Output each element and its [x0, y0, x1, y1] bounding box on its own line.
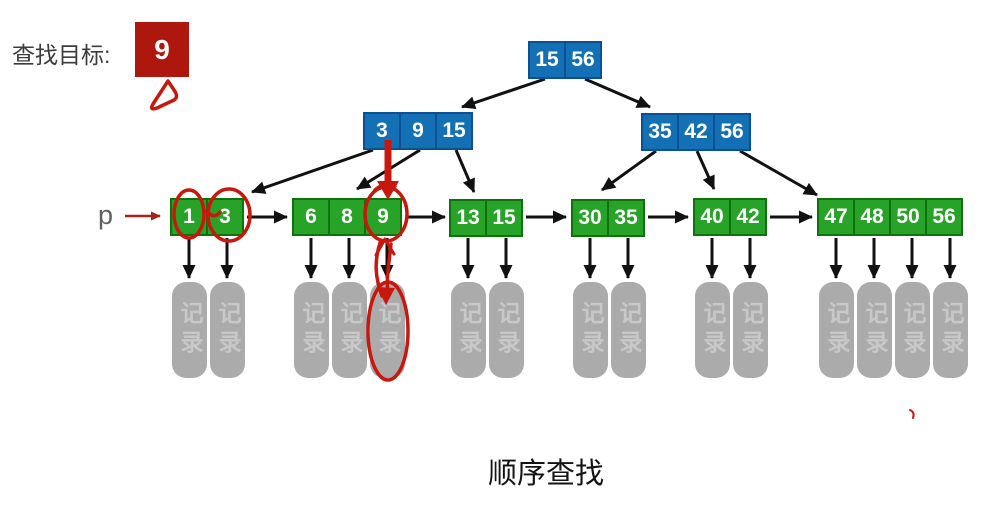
diagram-caption: 顺序查找 [487, 458, 604, 490]
node-cell: 40 [693, 198, 731, 236]
node-cell: 15 [485, 199, 523, 237]
node-cell: 30 [571, 199, 609, 237]
node-cell: 56 [713, 113, 751, 151]
search-target-value: 9 [154, 33, 170, 65]
record-box: 记录 [210, 282, 245, 378]
pen-curl-top [373, 182, 397, 192]
node-cell: 15 [435, 112, 473, 150]
pointer-label: p [98, 200, 114, 230]
leaf-node-6: 47 48 50 56 [817, 198, 963, 236]
record-box: 记录 [857, 282, 892, 378]
root-node: 15 56 [528, 41, 602, 79]
record-box: 记录 [695, 282, 730, 378]
record-box: 记录 [370, 282, 405, 378]
search-target-label: 查找目标: [12, 42, 111, 68]
record-box: 记录 [294, 282, 329, 378]
internal-node-right: 35 42 56 [641, 113, 751, 151]
leaf-node-5: 40 42 [693, 198, 767, 236]
node-cell: 3 [206, 198, 244, 236]
record-box: 记录 [172, 282, 207, 378]
record-box: 记录 [933, 282, 968, 378]
leaf-node-3: 13 15 [449, 199, 523, 237]
node-cell: 42 [729, 198, 767, 236]
record-box: 记录 [451, 282, 486, 378]
record-box: 记录 [489, 282, 524, 378]
record-box: 记录 [332, 282, 367, 378]
node-cell: 50 [889, 198, 927, 236]
node-cell: 1 [170, 198, 208, 236]
node-cell: 35 [607, 199, 645, 237]
node-cell: 47 [817, 198, 855, 236]
record-box: 记录 [819, 282, 854, 378]
internal-node-left: 3 9 15 [363, 112, 473, 150]
record-edges [182, 238, 957, 279]
tiny-red-mark [909, 409, 915, 419]
node-cell: 3 [363, 112, 401, 150]
node-cell: 13 [449, 199, 487, 237]
target-scribble [149, 79, 179, 111]
node-cell: 9 [364, 198, 402, 236]
leaf-node-1: 1 3 [170, 198, 244, 236]
node-cell: 48 [853, 198, 891, 236]
node-cell: 9 [399, 112, 437, 150]
search-target-box: 9 [135, 22, 189, 77]
leaf-node-2: 6 8 9 [292, 198, 402, 236]
node-cell: 8 [328, 198, 366, 236]
record-box: 记录 [733, 282, 768, 378]
node-cell: 35 [641, 113, 679, 151]
node-cell: 56 [564, 41, 602, 79]
node-cell: 15 [528, 41, 566, 79]
record-box: 记录 [895, 282, 930, 378]
node-cell: 42 [677, 113, 715, 151]
node-cell: 56 [925, 198, 963, 236]
record-box: 记录 [573, 282, 608, 378]
node-cell: 6 [292, 198, 330, 236]
record-box: 记录 [611, 282, 646, 378]
leaf-node-4: 30 35 [571, 199, 645, 237]
up-caret [374, 237, 396, 257]
